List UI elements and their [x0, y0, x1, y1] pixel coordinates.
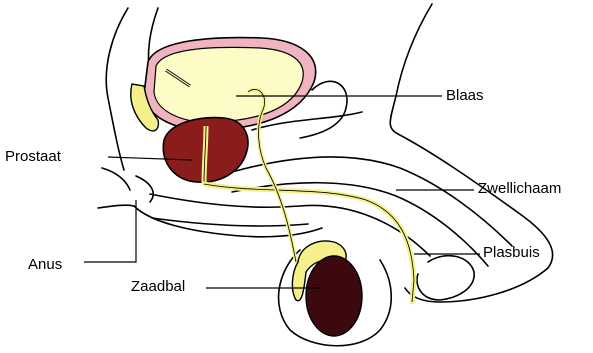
anal-canal [136, 176, 153, 202]
anus-fold-upper [102, 168, 130, 190]
label-zaadbal: Zaadbal [131, 279, 185, 294]
anus-fold-lower [98, 205, 134, 208]
body-contour-back [106, 8, 128, 170]
perineum-contour [134, 206, 322, 237]
label-plasbuis: Plasbuis [483, 245, 540, 260]
glans [417, 256, 474, 300]
leader-line-anus [84, 200, 136, 262]
body-contour-front [390, 4, 552, 268]
label-anus: Anus [28, 257, 62, 272]
label-prostaat: Prostaat [5, 149, 61, 164]
label-blaas: Blaas [446, 88, 484, 103]
testis [306, 256, 362, 336]
label-zwellichaam: Zwellichaam [478, 181, 561, 196]
